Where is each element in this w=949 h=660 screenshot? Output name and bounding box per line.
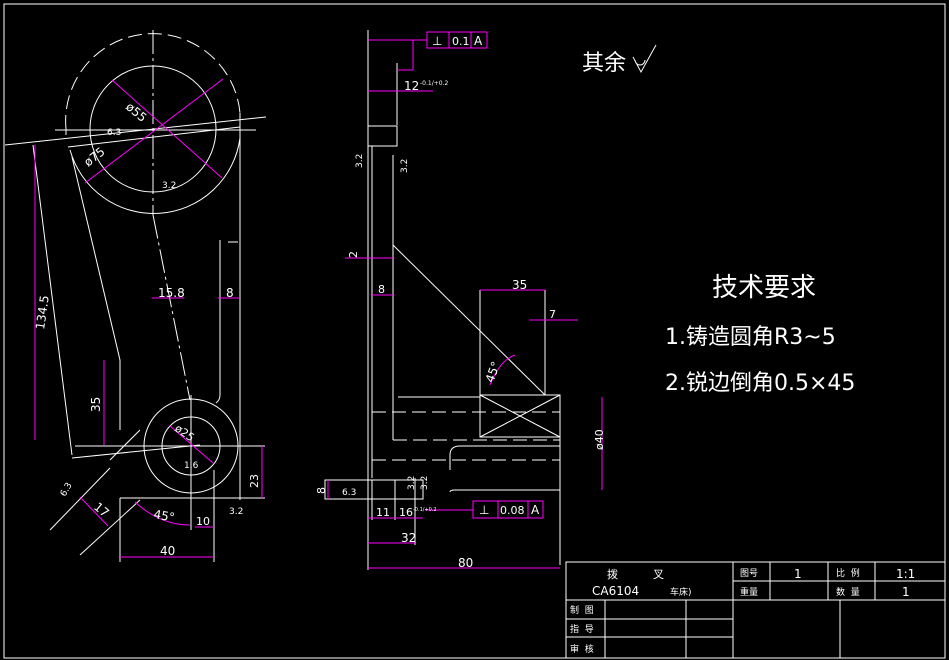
dim-8: 8 xyxy=(226,286,234,300)
front-view: ø55 ø75 6.3 3.2 134.5 15.8 8 35 ø25 1.6 … xyxy=(4,30,267,562)
weight-label: 重量 xyxy=(740,586,758,598)
dim-45: 45° xyxy=(483,360,503,385)
svg-text:A: A xyxy=(531,503,540,517)
dim-16: 16 xyxy=(399,506,413,519)
roughness-symbol-icon xyxy=(632,44,657,74)
guide-label: 指 导 xyxy=(570,623,594,635)
rough-6-3b: 6.3 xyxy=(59,481,75,498)
dim-16-tol: -0.1/+0.2 xyxy=(413,507,437,513)
rest-roughness-note: 其余 xyxy=(582,51,626,76)
tech-req-item-1: 1.铸造圆角R3~5 xyxy=(665,325,836,350)
scale-label: 比 例 xyxy=(836,567,860,579)
dim-12: 12 xyxy=(404,79,419,93)
drawing-no-label: 图号 xyxy=(740,568,758,579)
dim-11: 11 xyxy=(376,506,390,519)
dim-35: 35 xyxy=(512,278,527,292)
dim-15-8: 15.8 xyxy=(158,286,185,300)
rough-6-3: 6.3 xyxy=(107,128,121,138)
dim-7: 7 xyxy=(549,308,556,321)
part-name: 拨 叉 xyxy=(607,567,664,581)
side-view: ⊥ 0.1 A ⊥ 0.08 A 12 -0.1/+0.2 3.2 3.2 2 … xyxy=(315,30,606,570)
dim-8a: 8 xyxy=(378,283,385,296)
dim-d40: ø40 xyxy=(593,429,606,450)
rough-left: 3.2 xyxy=(355,154,365,168)
svg-text:A: A xyxy=(474,34,483,48)
dim-80: 80 xyxy=(458,556,473,570)
rough-6-3: 6.3 xyxy=(342,488,356,498)
dim-10: 10 xyxy=(196,515,210,528)
tech-req-heading: 技术要求 xyxy=(712,273,816,303)
dim-32: 32 xyxy=(401,531,416,545)
dim-40: 40 xyxy=(160,544,175,558)
dim-d75: ø75 xyxy=(81,144,107,169)
rough-3-2b: 3.2 xyxy=(229,507,243,517)
qty-value: 1 xyxy=(902,585,910,599)
model-number: CA6104 xyxy=(592,584,639,598)
rough-3-2b: 3.2 xyxy=(420,476,430,490)
rough-right: 3.2 xyxy=(400,159,410,173)
dim-35: 35 xyxy=(89,397,103,412)
dim-d55: ø55 xyxy=(123,100,149,125)
rough-3-2a: 3.2 xyxy=(407,476,417,490)
drawing-no: 1 xyxy=(794,567,802,581)
dim-134-5: 134.5 xyxy=(33,294,52,330)
svg-text:⊥: ⊥ xyxy=(479,503,489,517)
perpendicularity-frame-bottom: ⊥ 0.08 A xyxy=(472,500,544,519)
tech-req-item-2: 2.锐边倒角0.5×45 xyxy=(665,371,855,396)
svg-text:0.1: 0.1 xyxy=(452,35,470,48)
perpendicularity-frame-top: ⊥ 0.1 A xyxy=(426,31,488,49)
svg-text:0.08: 0.08 xyxy=(500,504,525,517)
drawing-frame xyxy=(3,3,946,659)
machine-label: 车床) xyxy=(670,586,692,598)
dim-d25: ø25 xyxy=(172,422,196,445)
title-block: 拨 叉 CA6104 车床) 图号 1 比 例 1:1 重量 数 量 1 制 图… xyxy=(565,561,946,659)
scale-value: 1:1 xyxy=(896,567,915,581)
dim-17: 17 xyxy=(91,500,112,521)
drawn-label: 制 图 xyxy=(570,604,594,616)
dim-45deg: 45° xyxy=(152,507,175,524)
qty-label: 数 量 xyxy=(836,586,860,598)
dim-8b: 8 xyxy=(315,487,328,494)
svg-text:⊥: ⊥ xyxy=(432,34,442,48)
rough-1-6: 1.6 xyxy=(184,461,199,471)
dim-12-tol: -0.1/+0.2 xyxy=(420,80,448,87)
dim-2: 2 xyxy=(347,251,360,258)
dim-23: 23 xyxy=(248,474,261,488)
review-label: 审 核 xyxy=(570,643,594,655)
rough-3-2: 3.2 xyxy=(162,181,176,191)
